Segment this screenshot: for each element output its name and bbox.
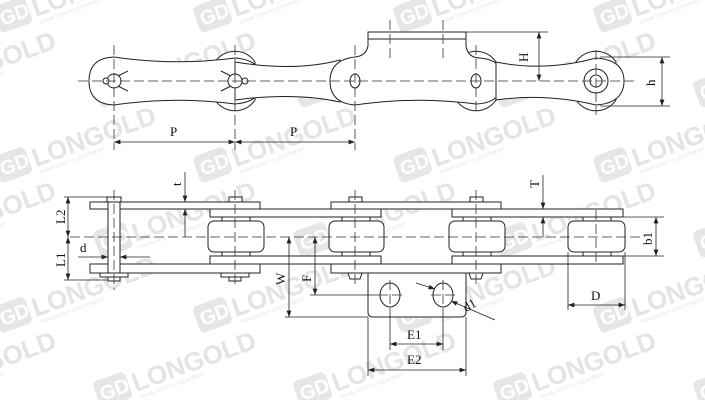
label-t: t: [169, 182, 184, 186]
outer-plate: [89, 201, 261, 210]
svg-text:GD: GD: [697, 225, 705, 256]
top-view: L2 L1 d t T b1 W F d1 D E: [53, 172, 664, 376]
inner-plate: [451, 208, 624, 218]
label-b1: b1: [640, 232, 655, 245]
pin-axes: [113, 20, 597, 150]
svg-text:LONGOLD: LONGOLD: [0, 325, 60, 398]
svg-text:GD: GD: [697, 75, 705, 106]
label-h: h: [643, 79, 658, 86]
roller: [448, 220, 506, 253]
svg-text:LONGOLD: LONGOLD: [427, 100, 559, 173]
svg-text:LONGOLD: LONGOLD: [27, 100, 159, 173]
svg-text:GD: GD: [97, 375, 133, 400]
label-P: P: [290, 124, 297, 139]
outer-plate: [330, 263, 502, 274]
label-L2: L2: [53, 210, 68, 224]
svg-text:CHAIN HEAVY & EQUIPMENT: CHAIN HEAVY & EQUIPMENT: [0, 221, 6, 250]
inner-plate: [209, 255, 382, 265]
pin-axes: [113, 190, 597, 312]
label-D: D: [591, 288, 600, 303]
label-P: P: [170, 124, 177, 139]
svg-text:GD: GD: [697, 375, 705, 400]
svg-text:LONGOLD: LONGOLD: [527, 325, 659, 398]
inner-plate: [451, 255, 624, 265]
inner-plate: [209, 208, 382, 218]
cotter-pin-icon: [117, 70, 129, 92]
outer-plate: [330, 201, 502, 210]
svg-text:CHAIN HEAVY & EQUIPMENT: CHAIN HEAVY & EQUIPMENT: [0, 371, 6, 400]
svg-text:CHAIN HEAVY & EQUIPMENT: CHAIN HEAVY & EQUIPMENT: [0, 71, 6, 100]
svg-text:LONGOLD: LONGOLD: [0, 175, 60, 248]
svg-text:LONGOLD: LONGOLD: [0, 25, 60, 98]
svg-text:LONGOLD: LONGOLD: [327, 325, 459, 398]
svg-text:GD: GD: [497, 375, 533, 400]
inner-link-plate: [234, 59, 341, 103]
label-E2: E2: [407, 352, 421, 367]
svg-text:GD: GD: [297, 375, 333, 400]
label-W: W: [273, 272, 288, 285]
label-F: F: [299, 275, 314, 282]
label-E1: E1: [407, 327, 421, 342]
label-d1: d1: [460, 295, 479, 314]
attachment-link-plate: [329, 31, 504, 106]
roller: [207, 220, 265, 253]
label-H: H: [516, 53, 531, 62]
rollers: [207, 216, 626, 257]
label-d: d: [80, 240, 87, 255]
side-view: H h P P: [78, 20, 670, 150]
roller: [328, 220, 385, 253]
label-L1: L1: [53, 253, 68, 267]
cotter-pin-icon: [220, 70, 232, 92]
outer-plate: [89, 263, 261, 274]
dim-d1: [415, 282, 436, 290]
roller: [567, 220, 626, 253]
svg-text:LONGOLD: LONGOLD: [27, 250, 159, 323]
svg-text:LONGOLD: LONGOLD: [127, 325, 259, 398]
label-T: T: [527, 180, 542, 188]
